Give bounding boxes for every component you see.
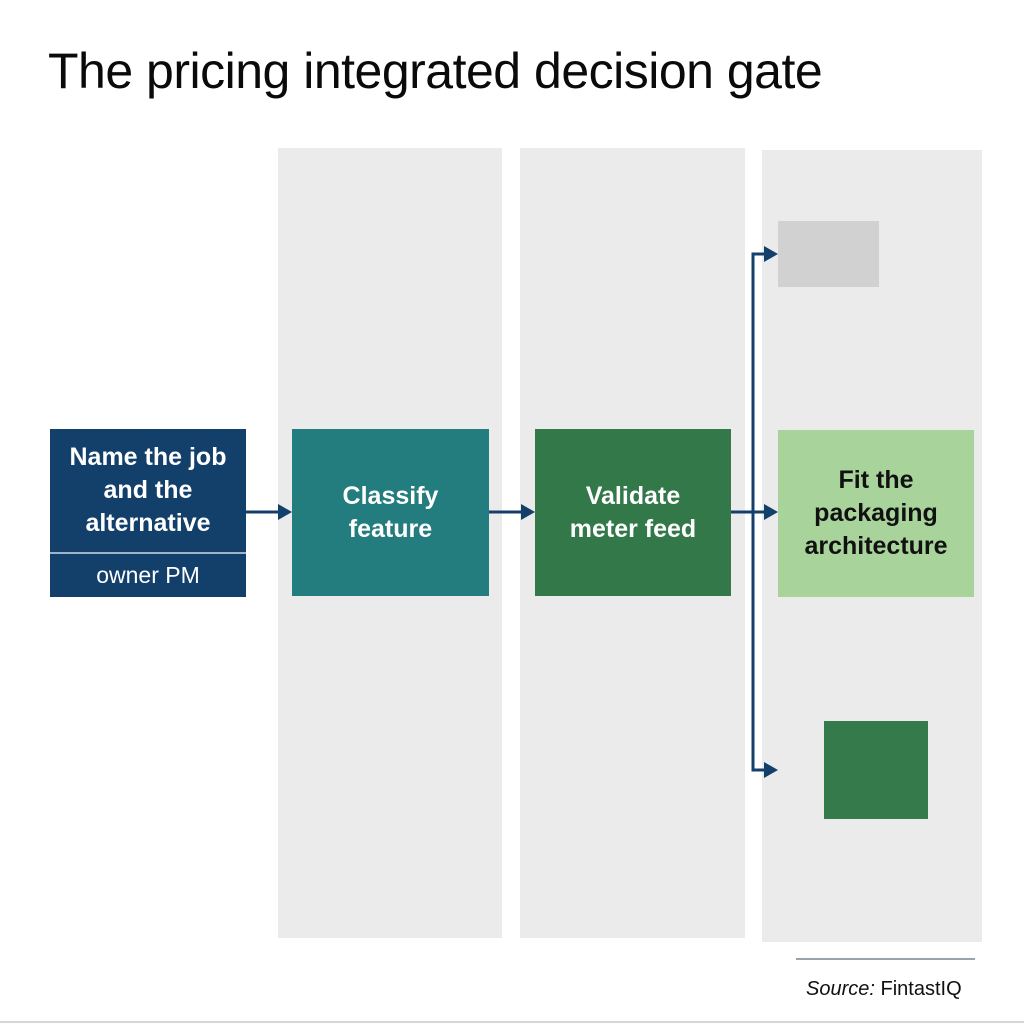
branch-bottom-placeholder — [824, 721, 928, 819]
source-label: Source: — [806, 978, 875, 1000]
step-2-line-2: feature — [348, 514, 433, 543]
step-classify-feature: Classify feature — [292, 429, 489, 596]
step-1-line-2: and the — [103, 476, 193, 504]
step-validate-meter-feed: Validate meter feed — [535, 429, 731, 596]
bottom-border — [0, 1021, 1024, 1023]
step-2-line-1: Classify — [342, 481, 439, 510]
branch-top-placeholder — [778, 221, 879, 287]
source-note: Source: FintastIQ — [806, 978, 962, 1001]
step-3-line-1: Validate — [585, 481, 681, 510]
source-value: FintastIQ — [880, 978, 962, 1000]
step-4-line-2: packaging — [814, 499, 938, 527]
step-3-line-2: meter feed — [569, 514, 697, 543]
step-fit-packaging-architecture: Fit the packaging architecture — [778, 430, 974, 597]
diagram-title: The pricing integrated decision gate — [48, 43, 823, 99]
step-1-line-3: alternative — [85, 509, 211, 537]
step-1-line-1: Name the job — [69, 443, 227, 471]
step-name-the-job: Name the job and the alternative owner P… — [50, 429, 246, 597]
step-1-owner: owner PM — [96, 562, 200, 588]
source-divider — [796, 958, 975, 960]
step-4-line-1: Fit the — [838, 466, 914, 494]
step-4-line-3: architecture — [804, 532, 948, 560]
step-1-label: Name the job and the alternative — [50, 429, 246, 554]
